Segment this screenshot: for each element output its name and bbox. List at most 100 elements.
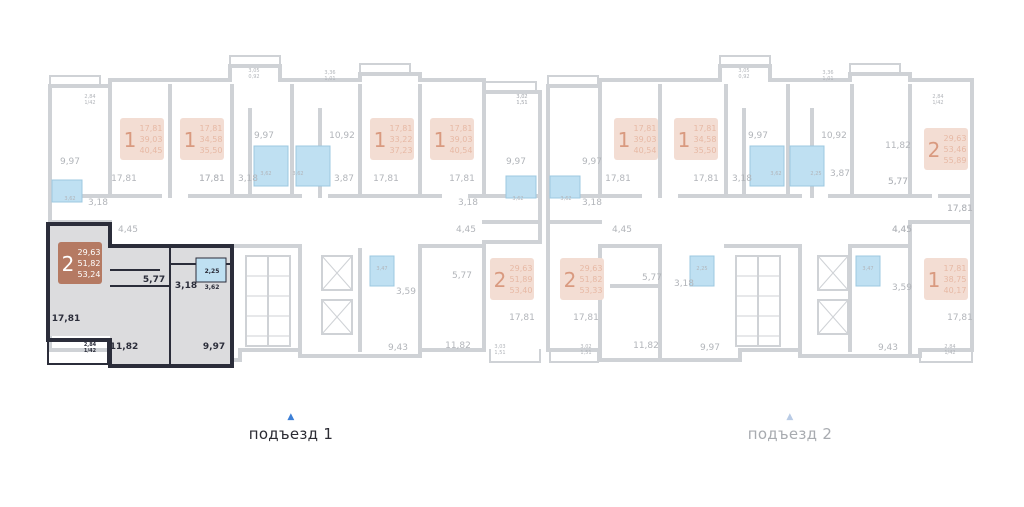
room-area-label: 3,59 — [396, 287, 416, 297]
selected-room-area-label: 5,77 — [143, 275, 165, 285]
area-with-balcony: 53,24 — [78, 270, 101, 279]
area-with-balcony: 55,89 — [944, 156, 967, 165]
small-area-label: 3,47 — [862, 266, 873, 272]
small-area-label: 3,62 — [560, 196, 571, 202]
room-area-label: 4,45 — [118, 225, 138, 235]
living-area: 17,81 — [634, 124, 657, 133]
area-with-balcony: 40,54 — [450, 146, 473, 155]
room-area-label: 17,81 — [449, 174, 475, 184]
total-area: 33,22 — [390, 135, 413, 144]
living-area: 29,63 — [944, 134, 967, 143]
room-area-label: 17,81 — [509, 313, 535, 323]
badge-background — [560, 258, 604, 300]
room-count: 1 — [928, 268, 941, 292]
room-area-label: 9,43 — [878, 343, 898, 353]
room-area-label: 3,87 — [334, 174, 354, 184]
living-area: 17,81 — [140, 124, 163, 133]
selected-room-area-label: 17,81 — [52, 314, 80, 324]
entrance-2-label: подъезд 2 — [747, 425, 833, 443]
area-with-balcony: 40,17 — [944, 286, 967, 295]
area-with-balcony: 37,23 — [390, 146, 413, 155]
room-area-label: 17,81 — [947, 204, 973, 214]
room-area-label: 9,97 — [748, 131, 768, 141]
room-area-label: 17,81 — [693, 174, 719, 184]
room-area-label: 17,81 — [373, 174, 399, 184]
room-area-label: 9,97 — [254, 131, 274, 141]
up-arrow-icon: ▲ — [786, 412, 794, 422]
area-with-balcony: 40,54 — [634, 146, 657, 155]
room-area-label: 17,81 — [947, 204, 973, 214]
total-area: 34,58 — [694, 135, 717, 144]
entrance-1-tab[interactable]: ▲ подъезд 1 — [231, 412, 351, 443]
room-area-label: 11,82 — [885, 141, 911, 151]
room-count: 1 — [678, 128, 691, 152]
living-area: 29,63 — [580, 264, 603, 273]
badge-background — [674, 118, 718, 160]
total-area: 53,46 — [944, 145, 967, 154]
area-with-balcony: 40,45 — [140, 146, 163, 155]
entrance-1-label: подъезд 1 — [248, 425, 334, 443]
small-area-label: 2,25 — [810, 171, 821, 177]
selected-room-area-label: 9,97 — [203, 342, 225, 352]
small-area-label: 3,47 — [376, 266, 387, 272]
badge-background — [58, 242, 102, 284]
total-area: 51,82 — [580, 275, 603, 284]
selected-room-area-label: 3,18 — [175, 281, 197, 291]
living-area: 29,63 — [78, 248, 101, 257]
entrance-2-tab[interactable]: ▲ подъезд 2 — [730, 412, 850, 443]
room-count: 2 — [928, 138, 941, 162]
total-area: 34,58 — [200, 135, 223, 144]
room-area-label: 11,82 — [445, 341, 471, 351]
room-area-label: 10,92 — [821, 131, 847, 141]
living-area: 17,81 — [200, 124, 223, 133]
room-area-label: 3,59 — [892, 283, 912, 293]
badge-background — [180, 118, 224, 160]
small-area-label: 3,62 — [512, 196, 523, 202]
room-area-label: 3,87 — [830, 169, 850, 179]
room-area-label: 5,77 — [888, 177, 908, 187]
room-area-label: 4,45 — [892, 225, 912, 235]
badge-background — [924, 258, 968, 300]
badge-background — [370, 118, 414, 160]
total-area: 38,75 — [944, 275, 967, 284]
room-area-label: 3,18 — [674, 279, 694, 289]
living-area: 17,81 — [694, 124, 717, 133]
room-area-label: 17,81 — [947, 313, 973, 323]
room-area-label: 10,92 — [329, 131, 355, 141]
selected-room-area-label: 2,25 — [205, 268, 220, 275]
badge-background — [490, 258, 534, 300]
room-count: 2 — [564, 268, 577, 292]
area-with-balcony: 53,33 — [580, 286, 603, 295]
room-area-label: 5,77 — [642, 273, 662, 283]
room-count: 2 — [62, 252, 75, 276]
area-with-balcony: 35,50 — [200, 146, 223, 155]
room-area-label: 9,97 — [60, 157, 80, 167]
room-area-label: 5,77 — [452, 271, 472, 281]
area-with-balcony: 53,40 — [510, 286, 533, 295]
room-area-label: 17,81 — [573, 313, 599, 323]
room-area-label: 3,18 — [732, 174, 752, 184]
